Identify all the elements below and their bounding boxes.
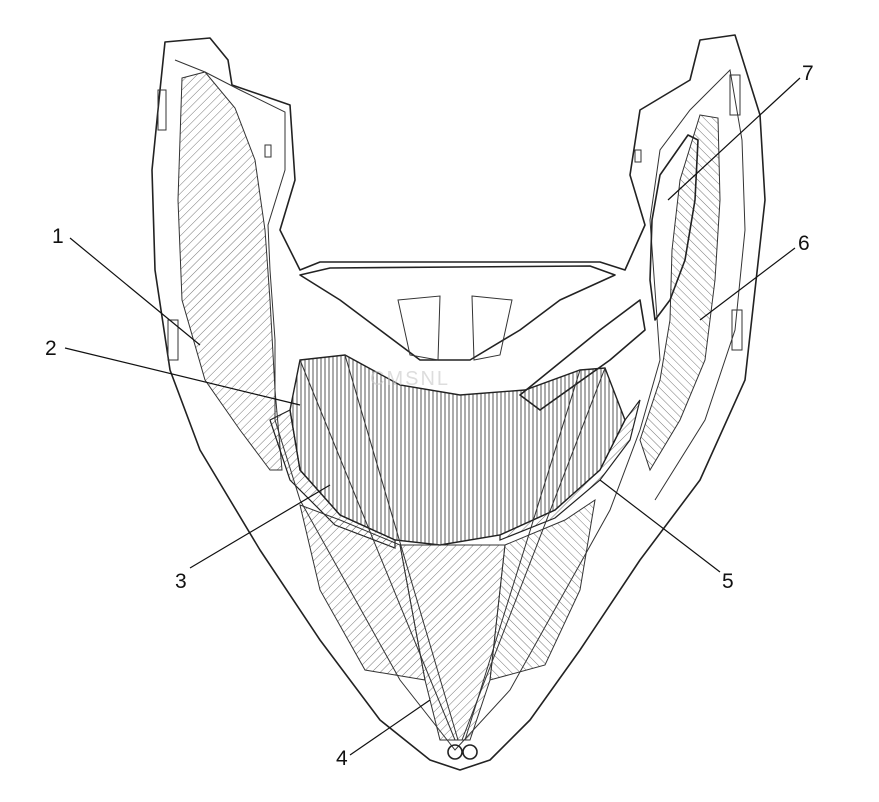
- bolt-right: [462, 744, 478, 760]
- side-clips: [157, 74, 743, 361]
- callout-7: 7: [802, 62, 814, 85]
- fairing-outer-outline: [151, 34, 766, 771]
- callout-2: 2: [45, 337, 57, 360]
- headlight-trim-right: [499, 399, 641, 541]
- left-side-panel-hatched: [177, 71, 283, 471]
- right-reflector-strip: [519, 299, 646, 411]
- right-upper-window: [649, 134, 699, 321]
- callout-1: 1: [52, 225, 64, 248]
- watermark: CMSNL: [370, 368, 450, 390]
- leader-lines: [64, 77, 801, 756]
- storage-slot-right: [471, 295, 513, 361]
- callout-5: 5: [722, 570, 734, 593]
- right-side-panel-hatched: [639, 114, 721, 472]
- callout-6: 6: [798, 232, 810, 255]
- lower-nose-tip: [399, 544, 506, 741]
- callout-3: 3: [175, 570, 187, 593]
- bolt-left: [447, 744, 463, 760]
- storage-opening: [299, 265, 616, 361]
- nose-converging-lines: [299, 354, 606, 741]
- callout-4: 4: [336, 747, 348, 770]
- storage-slot-left: [397, 295, 441, 361]
